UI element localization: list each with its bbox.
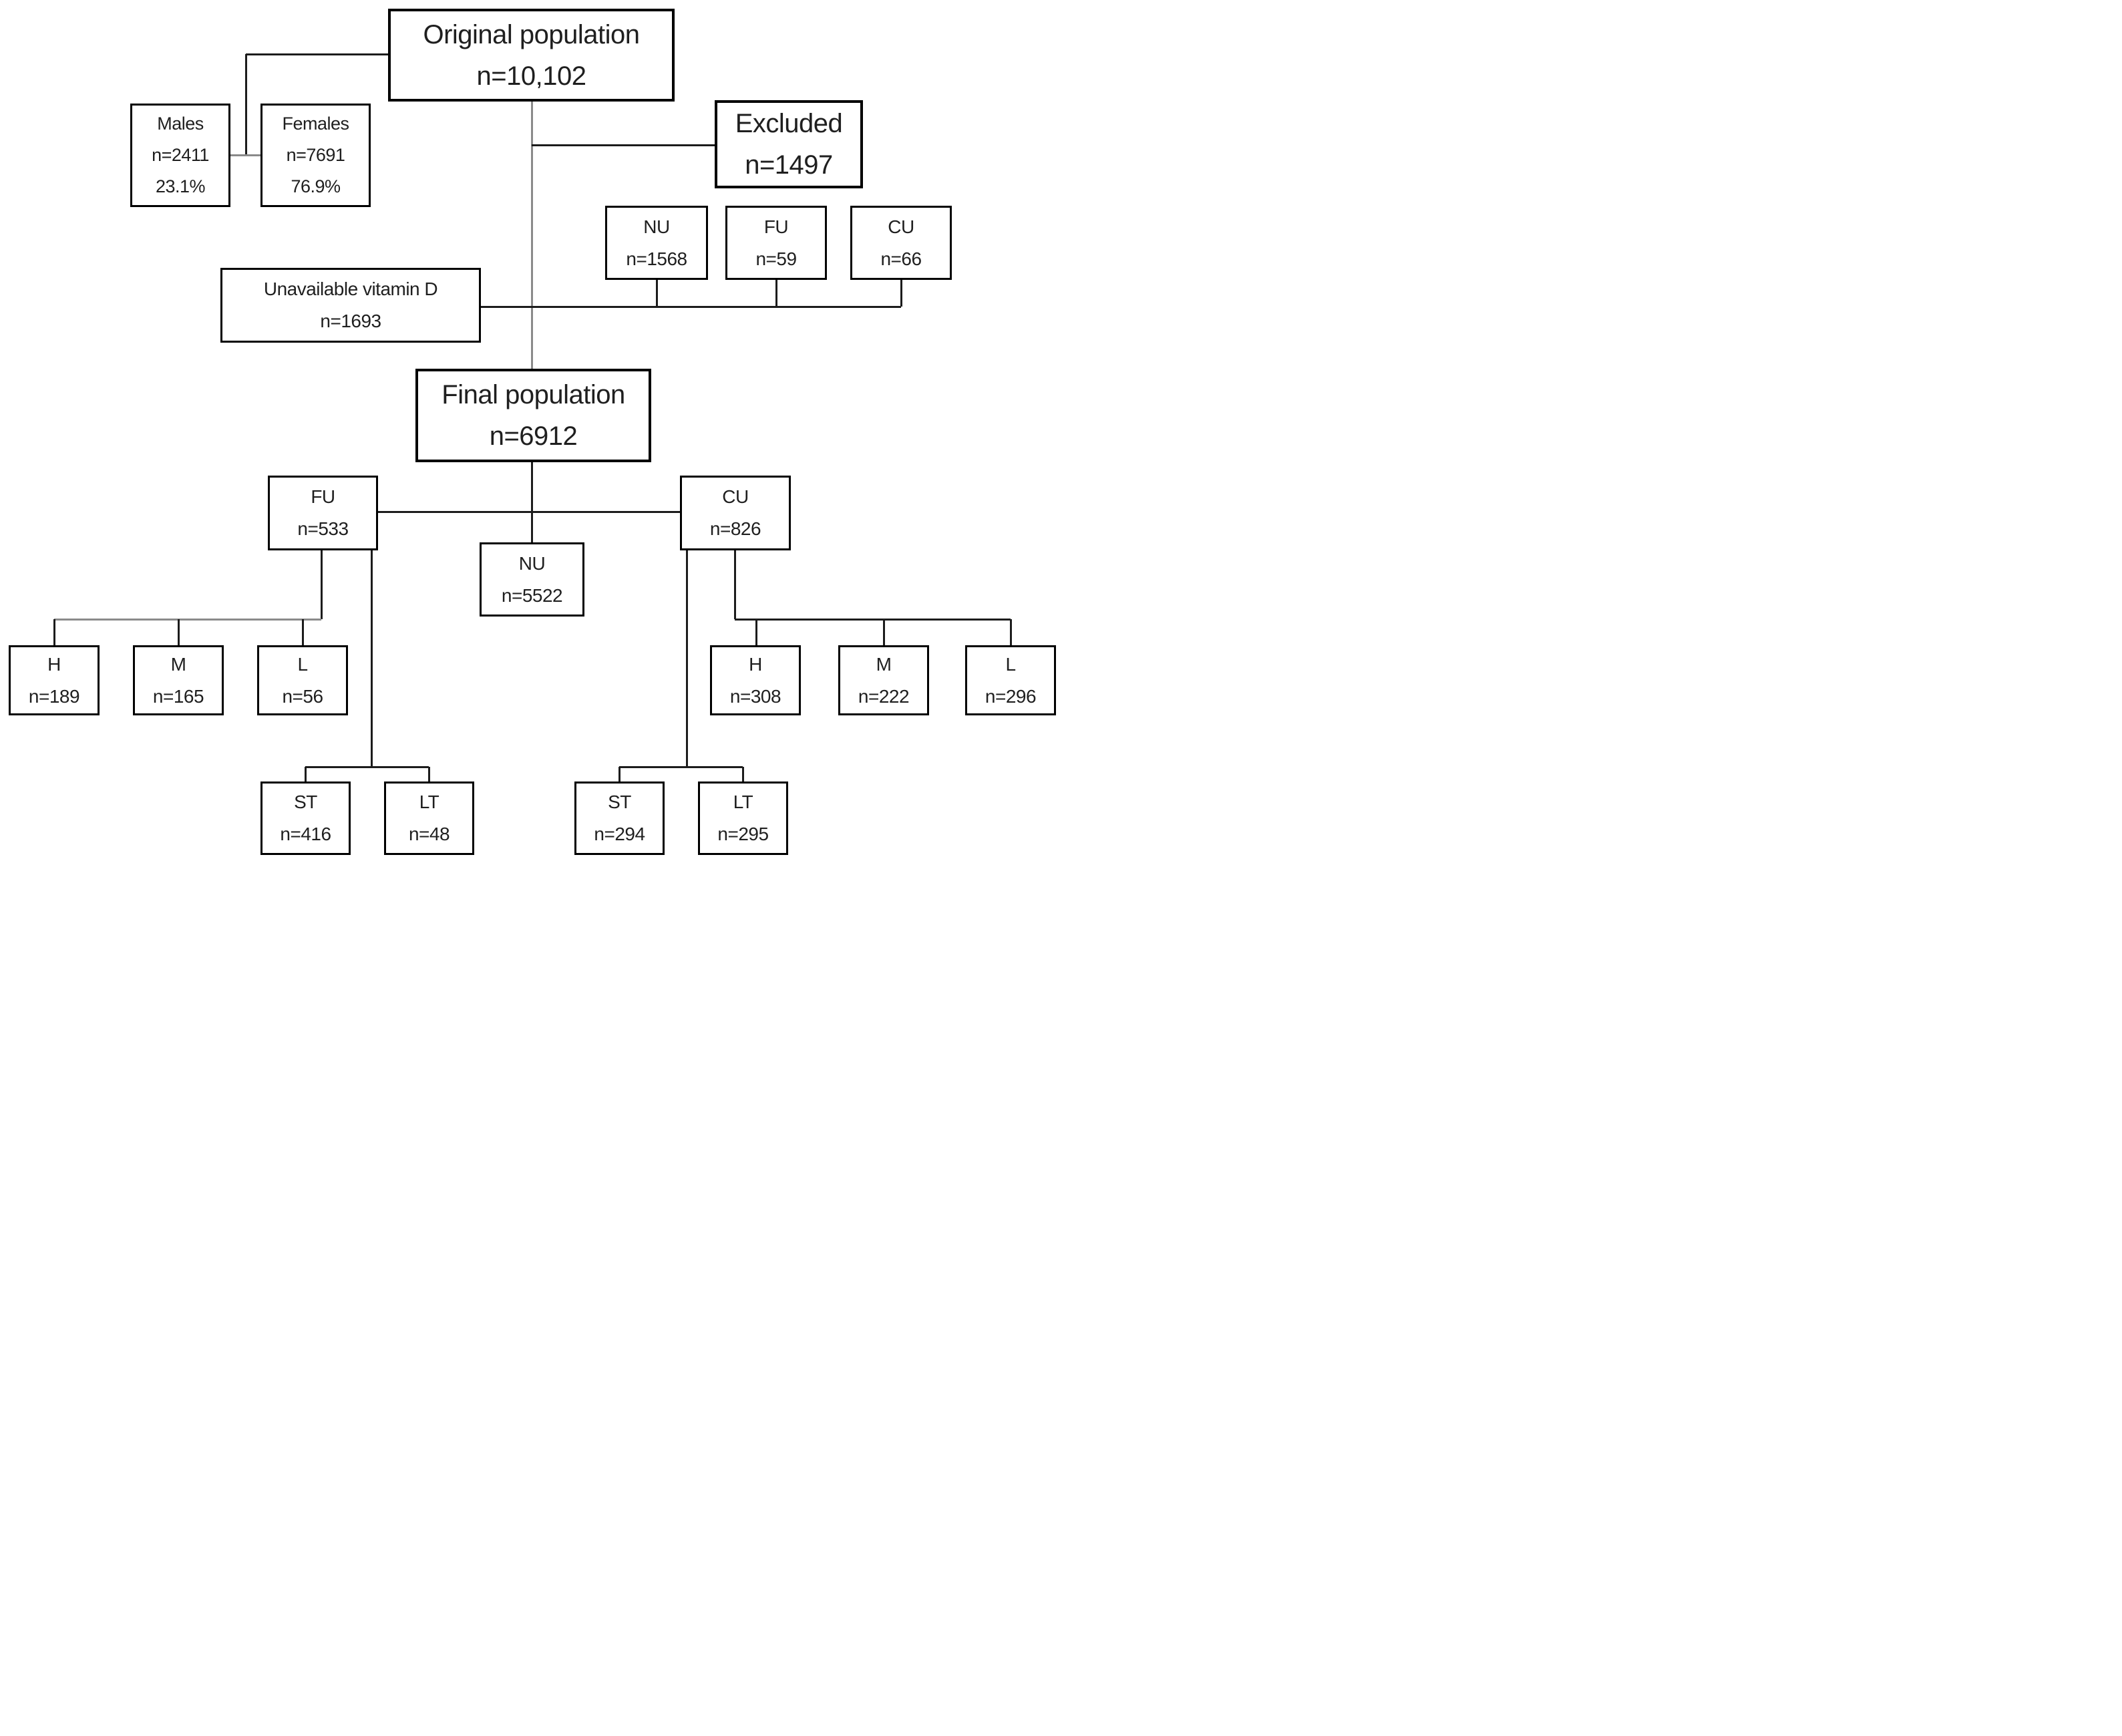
node-cu-st: ST n=294 [574,782,665,855]
node-count: n=66 [880,248,922,269]
node-label: FU [311,486,335,507]
connector [755,619,757,645]
connector [1009,619,1012,645]
node-count: n=308 [729,685,781,707]
node-excluded-cu: CU n=66 [850,206,952,280]
node-count: n=56 [282,685,323,707]
connector [900,280,902,307]
node-label: LT [733,792,753,812]
node-cu-lt: LT n=295 [698,782,788,855]
node-count: n=7691 [286,145,345,165]
connector [53,619,55,645]
node-percent: 23.1% [155,176,206,196]
node-nu: NU n=5522 [480,542,584,617]
node-count: n=222 [858,685,910,707]
node-label: H [47,653,61,675]
node-excluded: Excluded n=1497 [715,100,863,188]
node-label: Females [282,114,349,134]
node-cu-m: M n=222 [838,645,929,715]
connector [305,765,429,768]
node-count: n=10,102 [476,61,586,91]
node-cu-l: L n=296 [965,645,1056,715]
connector [177,619,180,645]
connector [301,619,304,645]
node-label: NU [518,552,546,574]
connector [481,305,901,308]
node-count: n=1568 [626,248,687,269]
node-final-population: Final population n=6912 [415,369,651,462]
node-label: H [749,653,762,675]
node-cu-h: H n=308 [710,645,801,715]
connector [619,765,743,768]
connector [735,618,1011,621]
node-fu-l: L n=56 [257,645,348,715]
connector [775,280,777,307]
connector [530,102,533,369]
connector [685,550,688,767]
connector [618,767,621,782]
connector [378,510,680,513]
node-label: CU [888,216,914,237]
node-label: Males [157,114,204,134]
node-label: M [876,653,892,675]
node-count: n=189 [28,685,80,707]
flowchart-study-population: Original population n=10,102 Males n=241… [0,0,1061,868]
node-fu-m: M n=165 [133,645,224,715]
node-original-population: Original population n=10,102 [388,9,675,102]
connector [244,54,247,155]
node-percent: 76.9% [291,176,341,196]
node-label: LT [419,792,439,812]
node-fu-st: ST n=416 [260,782,351,855]
node-label: L [297,653,308,675]
node-count: n=165 [152,685,204,707]
node-fu-h: H n=189 [9,645,100,715]
connector [54,618,321,621]
node-count: n=1497 [745,150,833,180]
connector [246,53,388,55]
node-fu-lt: LT n=48 [384,782,474,855]
node-excluded-fu: FU n=59 [725,206,827,280]
node-count: n=416 [280,824,331,844]
node-females: Females n=7691 76.9% [260,104,371,207]
connector [370,550,373,767]
node-label: Final population [441,380,625,409]
connector [882,619,885,645]
node-count: n=48 [408,824,450,844]
node-label: CU [722,486,749,507]
connector [655,280,658,307]
connector [304,767,307,782]
node-label: Original population [423,19,640,49]
node-label: M [170,653,186,675]
node-count: n=2411 [152,145,209,165]
connector [230,154,260,156]
node-males: Males n=2411 23.1% [130,104,230,207]
node-label: ST [608,792,631,812]
node-count: n=1693 [320,311,381,331]
node-count: n=296 [985,685,1037,707]
connector [427,767,430,782]
node-count: n=59 [755,248,797,269]
node-label: Unavailable vitamin D [263,279,438,299]
node-unavailable-vitamin-d: Unavailable vitamin D n=1693 [220,268,481,343]
node-fu: FU n=533 [268,476,378,550]
node-count: n=295 [717,824,769,844]
node-label: Excluded [735,109,843,138]
connector [741,767,744,782]
node-label: ST [294,792,317,812]
node-label: L [1005,653,1016,675]
node-count: n=533 [297,518,349,539]
connector [530,462,533,542]
connector [532,144,715,146]
node-count: n=826 [709,518,761,539]
connector [320,550,323,619]
node-count: n=5522 [501,584,563,606]
node-count: n=294 [594,824,645,844]
connector [733,550,736,619]
node-count: n=6912 [489,421,578,451]
node-cu: CU n=826 [680,476,791,550]
node-label: FU [763,216,789,237]
node-excluded-nu: NU n=1568 [605,206,708,280]
node-label: NU [643,216,670,237]
